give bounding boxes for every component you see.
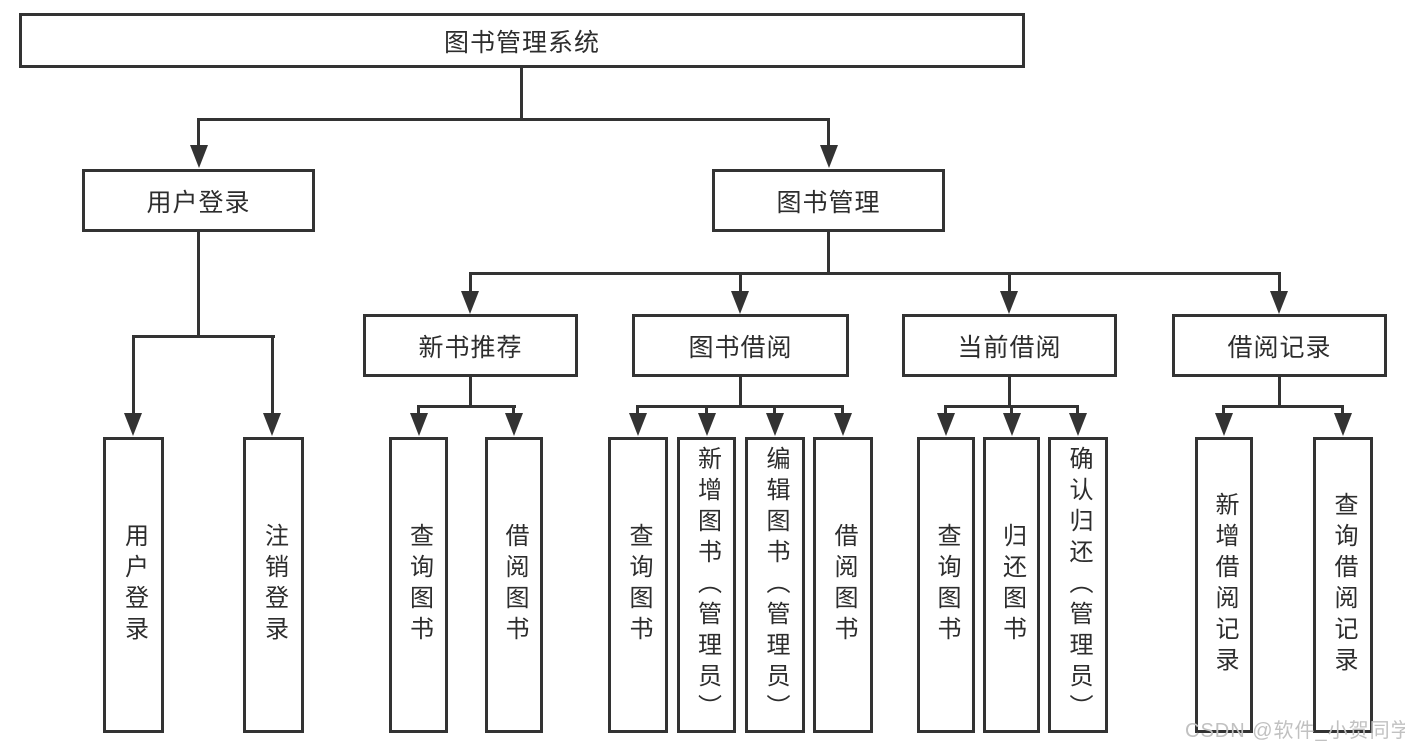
leaf-confirm-return-admin: 确认归还（管理员） xyxy=(1048,437,1108,733)
connector-book-borrow-rail xyxy=(636,405,844,408)
leaf-add-book-admin-label: 新增图书（管理员） xyxy=(693,445,721,725)
arrowhead-query-book-3 xyxy=(937,413,955,436)
arrowhead-book-mgmt xyxy=(820,145,838,168)
node-book-mgmt-label: 图书管理 xyxy=(776,188,881,217)
node-book-borrow-label: 图书借阅 xyxy=(688,333,793,362)
connector-current-borrow-stub xyxy=(1008,377,1011,405)
leaf-query-book-2: 查询图书 xyxy=(608,437,668,733)
leaf-logout: 注销登录 xyxy=(243,437,304,733)
leaf-borrow-book-1-label: 借阅图书 xyxy=(501,523,528,647)
leaf-borrow-book-2: 借阅图书 xyxy=(813,437,873,733)
node-borrow-records: 借阅记录 xyxy=(1172,314,1387,377)
leaf-logout-label: 注销登录 xyxy=(260,523,288,647)
arrowhead-user-login xyxy=(190,145,208,168)
leaf-confirm-return-admin-label: 确认归还（管理员） xyxy=(1065,445,1092,725)
leaf-query-book-1-label: 查询图书 xyxy=(405,523,433,647)
arrowhead-borrow-book-2 xyxy=(834,413,852,436)
connector-drop-add-borrow-record xyxy=(1222,408,1225,416)
leaf-add-borrow-record: 新增借阅记录 xyxy=(1195,437,1253,733)
leaf-query-borrow-record: 查询借阅记录 xyxy=(1313,437,1373,733)
connector-user-login-stub xyxy=(197,232,200,335)
node-root-label: 图书管理系统 xyxy=(443,28,600,57)
leaf-query-book-1: 查询图书 xyxy=(389,437,448,733)
arrowhead-query-book-2 xyxy=(629,413,647,436)
node-root: 图书管理系统 xyxy=(19,13,1025,68)
connector-level1-rail xyxy=(197,118,830,121)
leaf-query-borrow-record-label: 查询借阅记录 xyxy=(1330,492,1357,678)
node-book-borrow: 图书借阅 xyxy=(632,314,849,377)
node-user-login-label: 用户登录 xyxy=(146,188,251,217)
arrowhead-leaf-user-login xyxy=(124,413,142,436)
connector-drop-query-book-1 xyxy=(417,408,420,416)
arrowhead-query-book-1 xyxy=(410,413,428,436)
connector-drop-edit-book xyxy=(773,408,776,416)
connector-new-book-rec-rail xyxy=(417,405,516,408)
connector-borrow-records-rail xyxy=(1222,405,1344,408)
node-user-login: 用户登录 xyxy=(82,169,315,232)
leaf-edit-book-admin-label: 编辑图书（管理员） xyxy=(762,445,789,725)
node-new-book-rec-label: 新书推荐 xyxy=(418,333,523,362)
connector-drop-return-book xyxy=(1010,408,1013,416)
connector-drop-new-book-rec xyxy=(469,275,472,292)
arrowhead-return-book xyxy=(1003,413,1021,436)
arrowhead-book-borrow xyxy=(731,291,749,314)
connector-drop-current-borrow xyxy=(1008,275,1011,292)
leaf-return-book-label: 归还图书 xyxy=(998,523,1026,647)
arrowhead-borrow-book-1 xyxy=(505,413,523,436)
connector-current-borrow-rail xyxy=(944,405,1079,408)
arrowhead-leaf-logout xyxy=(263,413,281,436)
arrowhead-edit-book xyxy=(766,413,784,436)
connector-borrow-records-stub xyxy=(1278,377,1281,405)
node-current-borrow: 当前借阅 xyxy=(902,314,1117,377)
node-borrow-records-label: 借阅记录 xyxy=(1227,333,1332,362)
arrowhead-add-borrow-record xyxy=(1215,413,1233,436)
connector-user-login-rail xyxy=(132,335,275,338)
leaf-user-login: 用户登录 xyxy=(103,437,164,733)
leaf-borrow-book-1: 借阅图书 xyxy=(485,437,543,733)
arrowhead-confirm-return xyxy=(1069,413,1087,436)
connector-drop-query-book-2 xyxy=(636,408,639,416)
node-current-borrow-label: 当前借阅 xyxy=(957,333,1062,362)
node-book-mgmt: 图书管理 xyxy=(712,169,945,232)
connector-new-book-rec-stub xyxy=(469,377,472,405)
leaf-add-book-admin: 新增图书（管理员） xyxy=(677,437,736,733)
leaf-edit-book-admin: 编辑图书（管理员） xyxy=(745,437,805,733)
node-new-book-rec: 新书推荐 xyxy=(363,314,578,377)
connector-drop-confirm-return xyxy=(1076,408,1079,416)
leaf-borrow-book-2-label: 借阅图书 xyxy=(830,523,857,647)
leaf-user-login-label: 用户登录 xyxy=(120,523,148,647)
arrowhead-borrow-records xyxy=(1270,291,1288,314)
connector-level2-rail xyxy=(469,272,1281,275)
connector-drop-leaf-logout xyxy=(271,338,274,414)
connector-drop-book-mgmt xyxy=(827,121,830,147)
connector-drop-borrow-book-1 xyxy=(512,408,515,416)
connector-book-borrow-stub xyxy=(739,377,742,405)
connector-drop-borrow-book-2 xyxy=(841,408,844,416)
connector-drop-user-login xyxy=(197,121,200,147)
connector-drop-query-borrow-record xyxy=(1341,408,1344,416)
csdn-watermark: CSDN @软件_小贺同学 xyxy=(1185,720,1405,742)
arrowhead-new-book-rec xyxy=(461,291,479,314)
leaf-query-book-3-label: 查询图书 xyxy=(933,523,960,647)
arrowhead-query-borrow-record xyxy=(1334,413,1352,436)
connector-root-stub xyxy=(520,68,523,121)
leaf-return-book: 归还图书 xyxy=(983,437,1040,733)
leaf-query-book-3: 查询图书 xyxy=(917,437,975,733)
arrowhead-add-book xyxy=(698,413,716,436)
leaf-query-book-2-label: 查询图书 xyxy=(625,523,652,647)
connector-book-mgmt-stub xyxy=(827,232,830,272)
connector-drop-leaf-user-login xyxy=(132,338,135,414)
arrowhead-current-borrow xyxy=(1000,291,1018,314)
leaf-add-borrow-record-label: 新增借阅记录 xyxy=(1211,492,1238,678)
connector-drop-query-book-3 xyxy=(944,408,947,416)
connector-drop-book-borrow xyxy=(739,275,742,292)
connector-drop-borrow-records xyxy=(1278,275,1281,292)
connector-drop-add-book xyxy=(705,408,708,416)
